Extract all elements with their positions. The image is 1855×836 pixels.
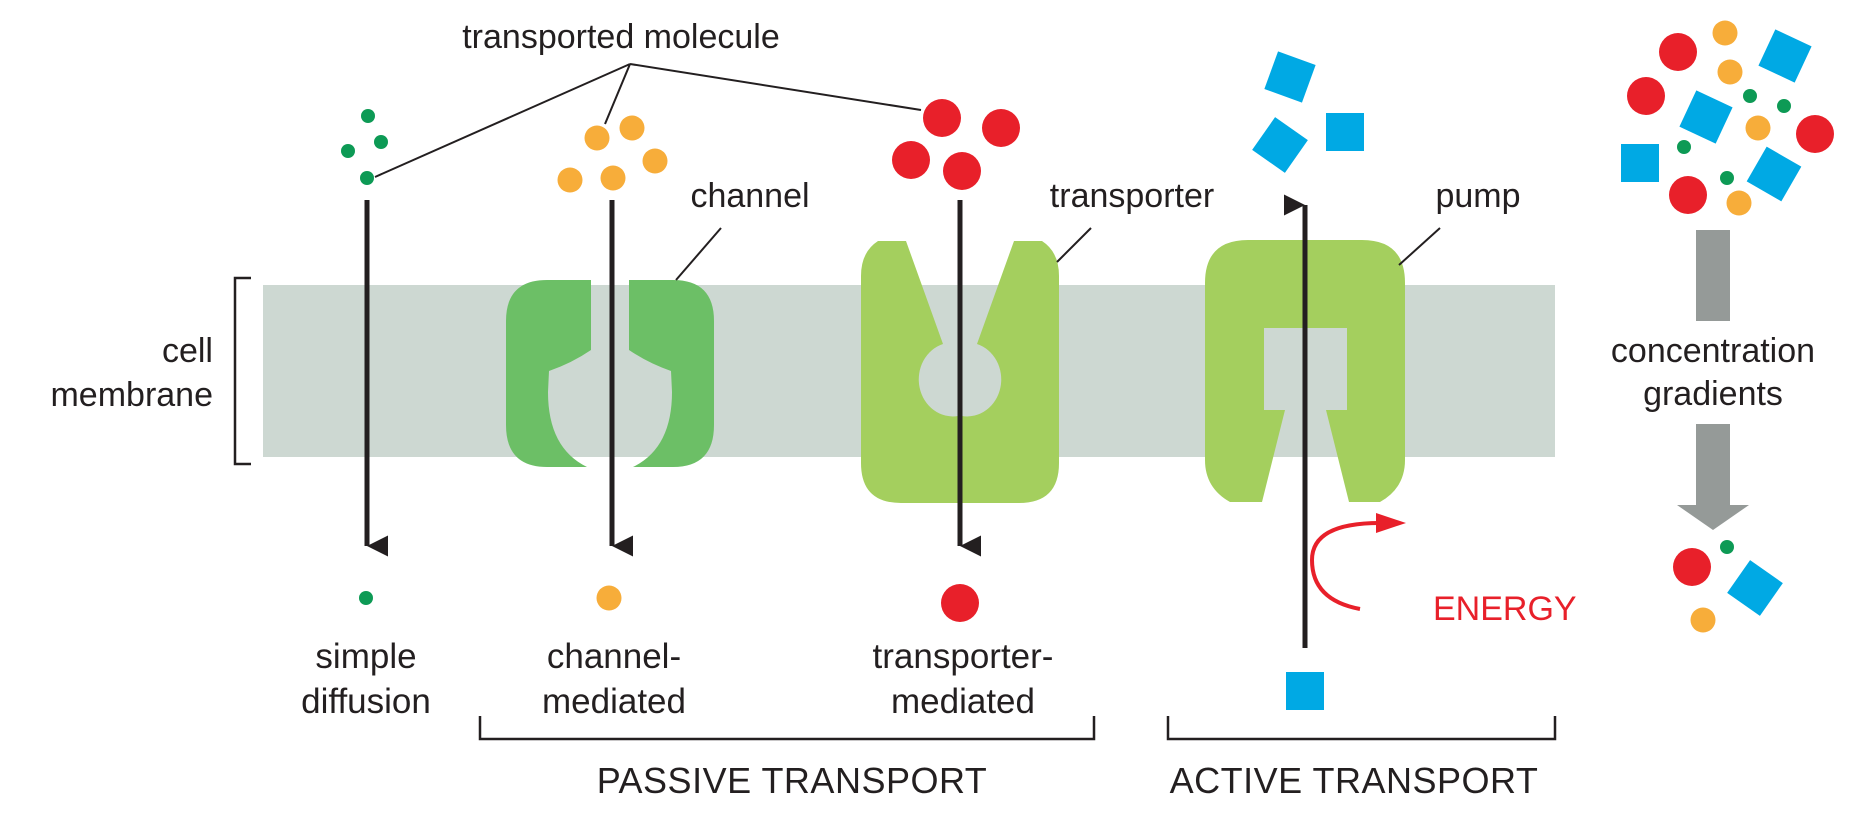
channel-mediated-caption-line1: channel-	[547, 637, 681, 676]
transporter-mediated-caption-line2: mediated	[891, 682, 1035, 721]
red-molecules-above	[892, 99, 1020, 190]
pump-protein	[1205, 240, 1405, 502]
transporter-leader	[1056, 227, 1092, 263]
concentration-low-cluster	[1673, 540, 1783, 633]
cell-membrane-label-line2: membrane	[50, 376, 213, 414]
cell-membrane-label-line1: cell	[162, 332, 213, 370]
transported-molecule-leaders	[374, 63, 922, 178]
small-molecule-below	[359, 591, 373, 605]
blue-molecule-below	[1286, 672, 1324, 710]
transporter-label: transporter	[1050, 177, 1214, 215]
concentration-gradients-label-line2: gradients	[1643, 375, 1783, 413]
gradient-arrow-shaft-lower	[1696, 424, 1730, 506]
gradient-arrow-head	[1677, 505, 1749, 530]
orange-molecule-below	[596, 585, 622, 611]
gradient-arrow-shaft-upper	[1696, 230, 1730, 321]
transporter-protein	[861, 241, 1059, 503]
concentration-high-cluster	[1621, 20, 1834, 216]
transported-molecule-label: transported molecule	[462, 18, 780, 56]
active-transport-bracket	[1166, 716, 1557, 741]
blue-molecules-above	[1252, 51, 1364, 173]
pump-leader	[1398, 227, 1441, 266]
energy-label: ENERGY	[1433, 590, 1577, 628]
simple-diffusion-caption-line2: diffusion	[301, 682, 431, 721]
concentration-gradients-label-line1: concentration	[1611, 332, 1815, 370]
channel-mediated-caption-line2: mediated	[542, 682, 686, 721]
active-transport-label: ACTIVE TRANSPORT	[1170, 760, 1539, 801]
transporter-mediated-caption-line1: transporter-	[873, 637, 1054, 676]
energy-arrow	[1309, 513, 1406, 611]
passive-transport-label: PASSIVE TRANSPORT	[597, 760, 988, 801]
channel-protein	[506, 280, 714, 467]
passive-transport-bracket	[478, 716, 1096, 741]
channel-label: channel	[690, 177, 809, 215]
orange-molecules-above	[557, 115, 668, 193]
small-molecules-above	[341, 109, 388, 185]
simple-diffusion-caption-line1: simple	[315, 637, 416, 676]
membrane-bracket	[233, 276, 251, 466]
red-molecule-below	[941, 584, 979, 622]
pump-label: pump	[1435, 177, 1520, 215]
channel-leader	[675, 227, 722, 281]
